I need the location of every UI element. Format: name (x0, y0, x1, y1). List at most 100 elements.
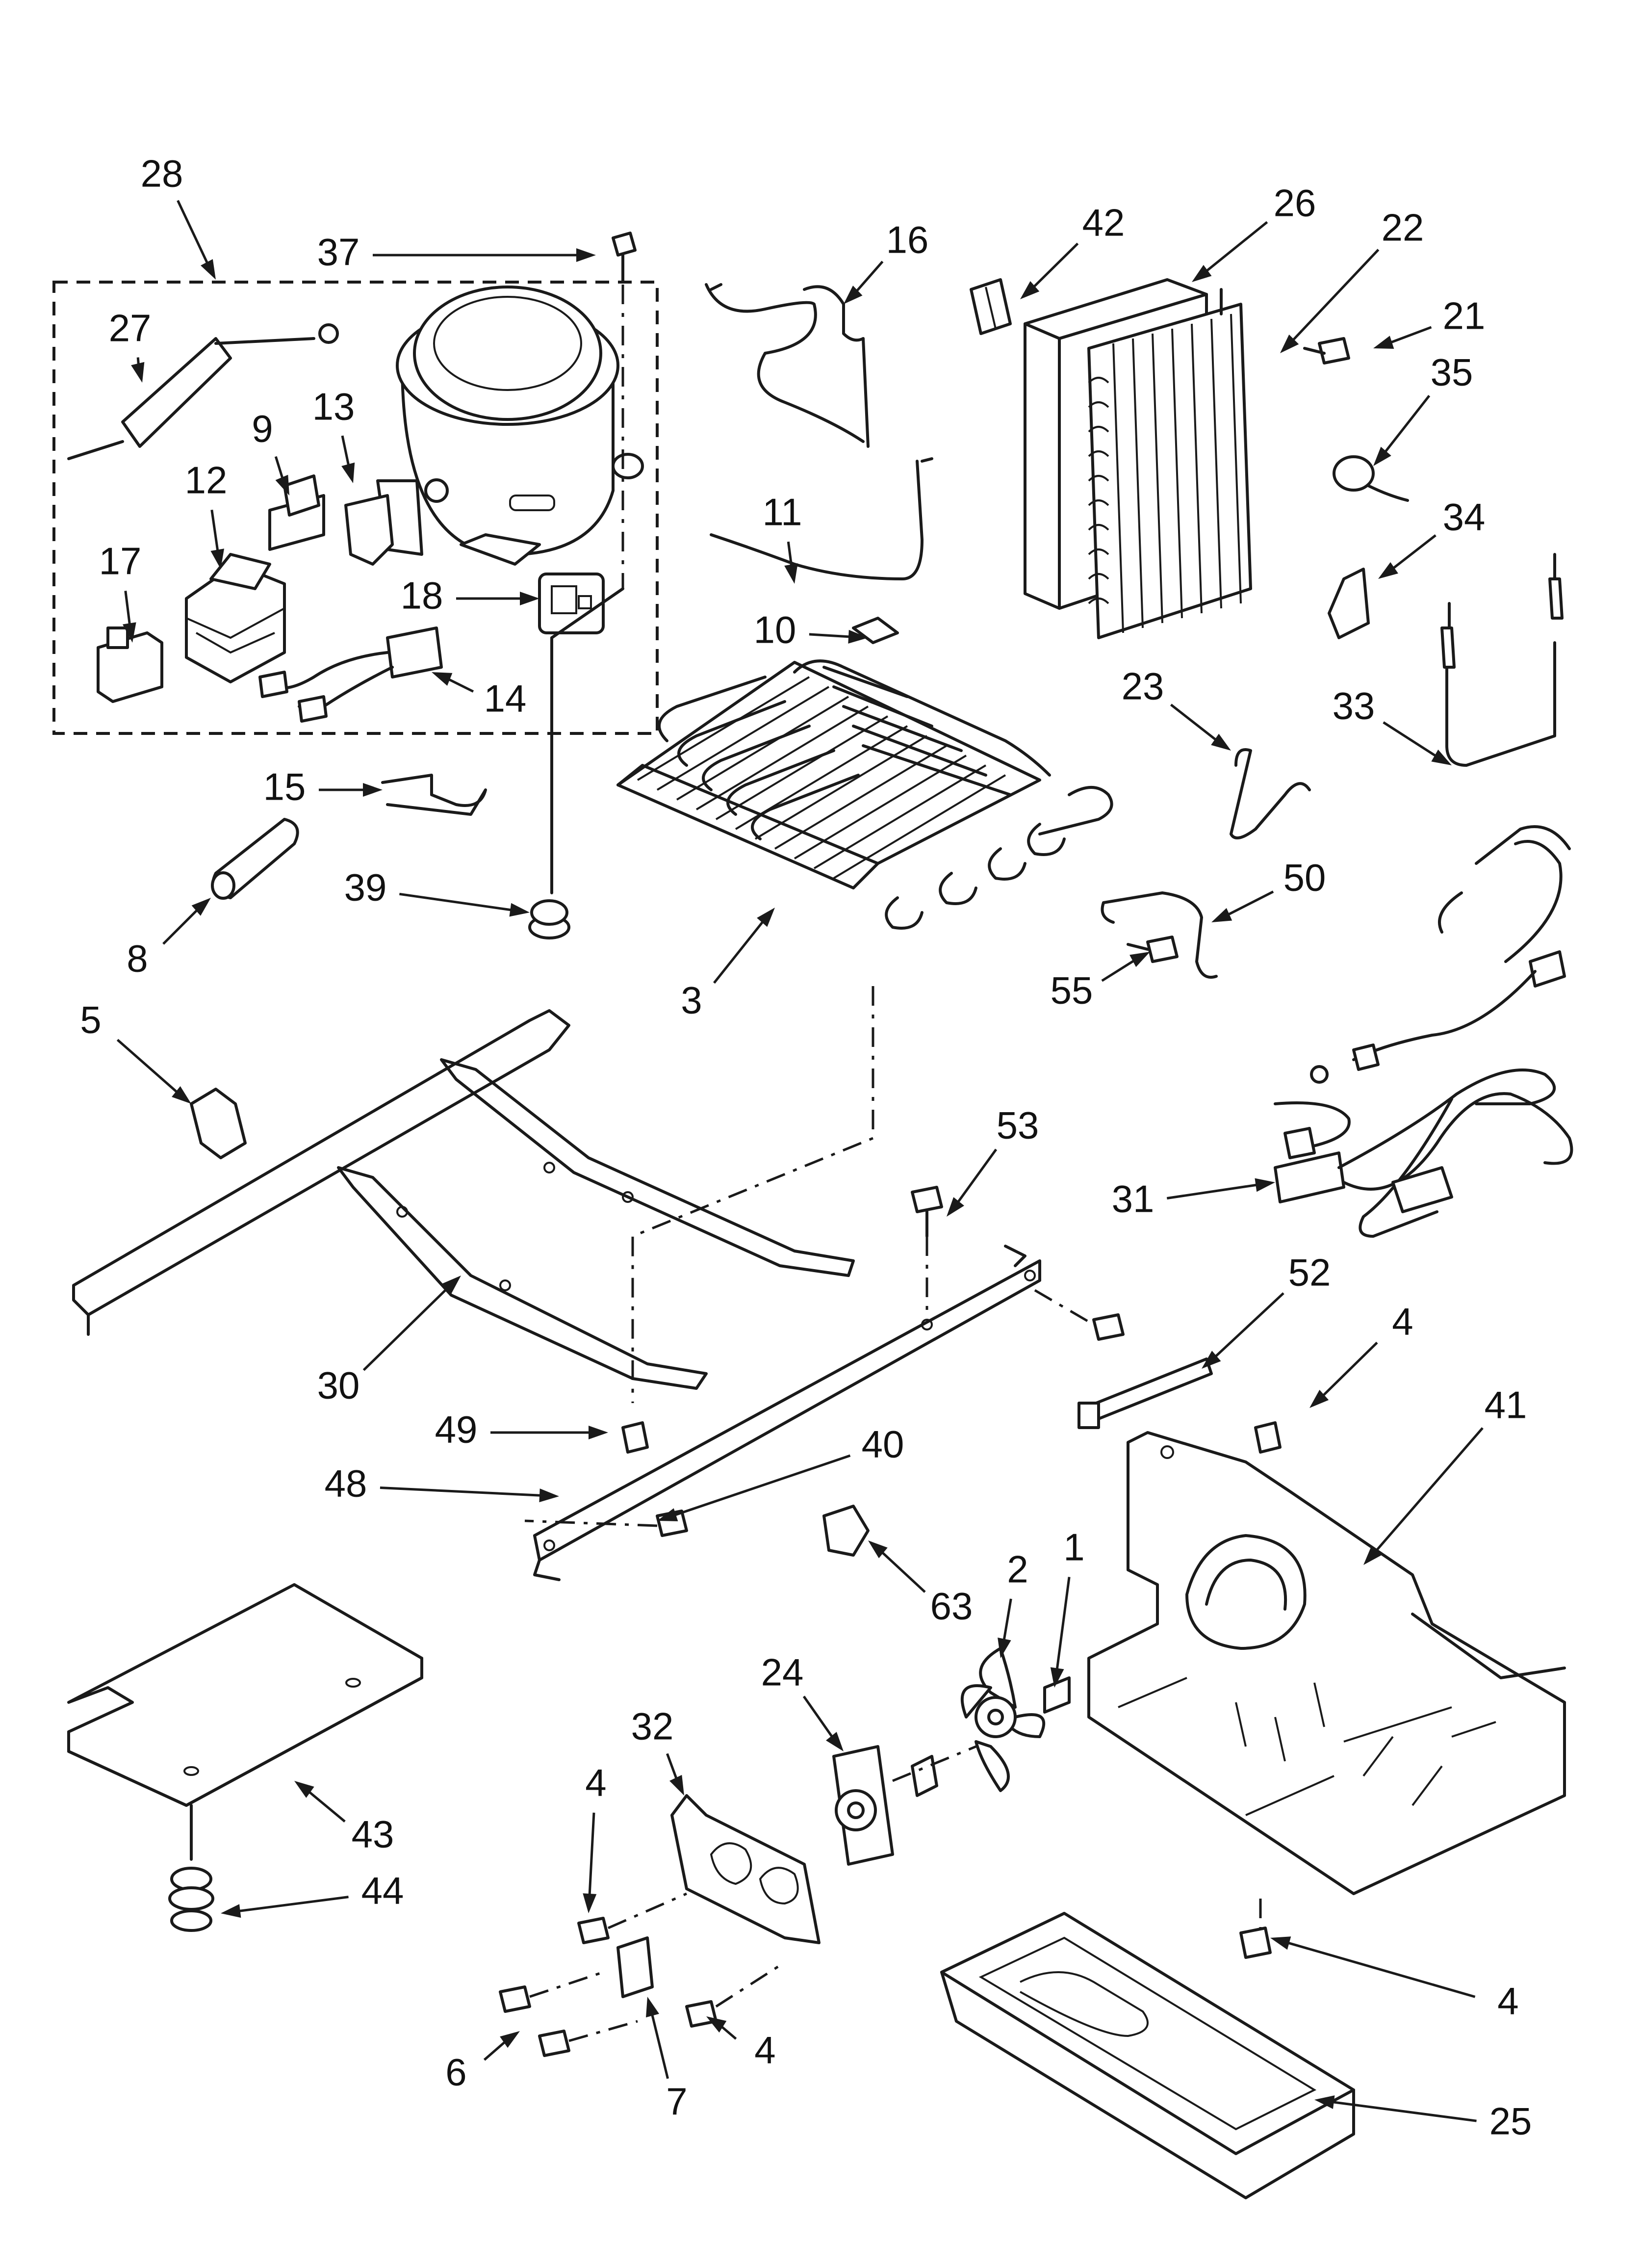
arrowhead-c9 (275, 474, 289, 495)
part-screw-55 (1127, 936, 1179, 963)
leader-c4a (1319, 1341, 1378, 1399)
leader-c13 (341, 435, 351, 469)
callout-c24: 24 (761, 1651, 804, 1694)
leader-c43 (305, 1788, 346, 1823)
leader-c2 (1002, 1598, 1012, 1644)
arrowhead-c44 (221, 1904, 241, 1918)
callout-c37: 37 (317, 231, 360, 274)
part-screw-6b (538, 2020, 638, 2057)
leader-c4b (588, 1812, 595, 1899)
arrowhead-c8 (191, 898, 211, 916)
arrowhead-c40 (657, 1508, 678, 1521)
callout-c30: 30 (317, 1364, 360, 1407)
arrowhead-c50 (1211, 908, 1232, 922)
part-hanger-23 (1230, 748, 1311, 839)
arrowhead-c10 (848, 629, 868, 644)
callout-c43: 43 (352, 1813, 394, 1856)
callout-c49: 49 (435, 1408, 478, 1451)
callout-c63: 63 (930, 1585, 973, 1628)
callout-c6: 6 (445, 2051, 466, 2094)
leader-c6 (483, 2038, 509, 2061)
arrowhead-c34 (1378, 562, 1398, 579)
part-drier (67, 323, 339, 460)
part-cable-tie-52 (1078, 1357, 1213, 1429)
part-clip-34 (1328, 568, 1370, 639)
arrowhead-c32 (669, 1774, 684, 1796)
part-screw-4a (1254, 1421, 1282, 1454)
part-cover-43 (67, 1583, 423, 1807)
callout-c12: 12 (185, 459, 228, 502)
arrowhead-c31 (1255, 1178, 1275, 1192)
part-sensor-35 (1333, 455, 1409, 502)
leader-c8 (162, 906, 201, 945)
leader-c32 (666, 1753, 679, 1783)
part-harness-31 (1274, 825, 1573, 1238)
callout-c1: 1 (1063, 1526, 1084, 1569)
part-fan-blade-2 (892, 1647, 1046, 1797)
arrowhead-c26 (1192, 264, 1212, 282)
part-relay-9 (268, 474, 325, 551)
part-screw-4b (577, 1892, 688, 1944)
part-base-41 (1087, 1431, 1566, 1895)
part-tube-16 (705, 283, 870, 448)
arrowhead-c25 (1314, 2095, 1335, 2109)
part-screw-21 (1303, 337, 1350, 365)
leader-c28 (177, 200, 210, 267)
callout-c22: 22 (1382, 206, 1424, 249)
arrowhead-c21 (1373, 336, 1394, 349)
callout-c40: 40 (862, 1423, 904, 1466)
leader-c25 (1329, 2100, 1477, 2122)
leader-c53 (954, 1148, 998, 1206)
leader-lines (116, 200, 1484, 2122)
callout-c11: 11 (763, 491, 802, 534)
part-tube-11 (710, 457, 933, 580)
leader-c33 (1383, 721, 1440, 759)
callout-c35: 35 (1431, 351, 1473, 394)
leader-c7 (650, 2010, 669, 2079)
part-frame-30 (72, 1009, 855, 1390)
part-clip-5 (190, 1088, 247, 1159)
arrowhead-c63 (868, 1540, 888, 1559)
leader-c31 (1166, 1183, 1261, 1199)
arrowhead-c4a (1309, 1389, 1329, 1408)
arrowhead-c12 (210, 548, 225, 569)
leader-c39 (399, 892, 515, 912)
callout-c15: 15 (263, 765, 306, 808)
callout-c23: 23 (1122, 665, 1164, 708)
callout-c48: 48 (325, 1462, 367, 1505)
leader-c48 (380, 1486, 545, 1497)
callout-c42: 42 (1082, 201, 1125, 244)
arrowhead-c24 (825, 1732, 844, 1751)
arrowhead-c17 (122, 622, 136, 643)
part-evaporator-22 (1024, 278, 1252, 639)
callout-c53: 53 (997, 1104, 1039, 1147)
leader-c42 (1030, 242, 1079, 290)
part-start-relay-17 (97, 626, 163, 703)
arrowhead-c30 (442, 1276, 461, 1294)
leader-c22 (1289, 249, 1380, 344)
callout-c18: 18 (401, 574, 443, 617)
leader-c41 (1372, 1427, 1484, 1555)
leader-c17 (124, 591, 131, 628)
arrowhead-c27 (131, 362, 145, 383)
callout-c27: 27 (109, 307, 152, 350)
arrowhead-c41 (1363, 1545, 1382, 1565)
arrowhead-c4d (706, 2016, 727, 2033)
leader-c30 (362, 1284, 451, 1371)
part-fan-motor-24 (832, 1745, 894, 1866)
part-sleeve-8 (211, 818, 299, 900)
part-compressor (376, 286, 644, 566)
part-bracket-7 (616, 1936, 654, 1998)
part-cover-13 (344, 494, 394, 566)
part-drain-pan-25 (940, 1912, 1355, 2199)
leader-c24 (802, 1695, 836, 1741)
part-bracket-42 (970, 278, 1012, 335)
callout-c32: 32 (631, 1705, 674, 1748)
part-capacitor-18 (538, 573, 605, 634)
part-rail-48 (533, 1245, 1041, 1581)
callout-c4a: 4 (1392, 1300, 1413, 1343)
callout-c33: 33 (1333, 684, 1375, 728)
leader-c40 (670, 1454, 851, 1518)
arrowhead-c23 (1211, 733, 1231, 751)
arrowhead-c6 (500, 2031, 520, 2048)
